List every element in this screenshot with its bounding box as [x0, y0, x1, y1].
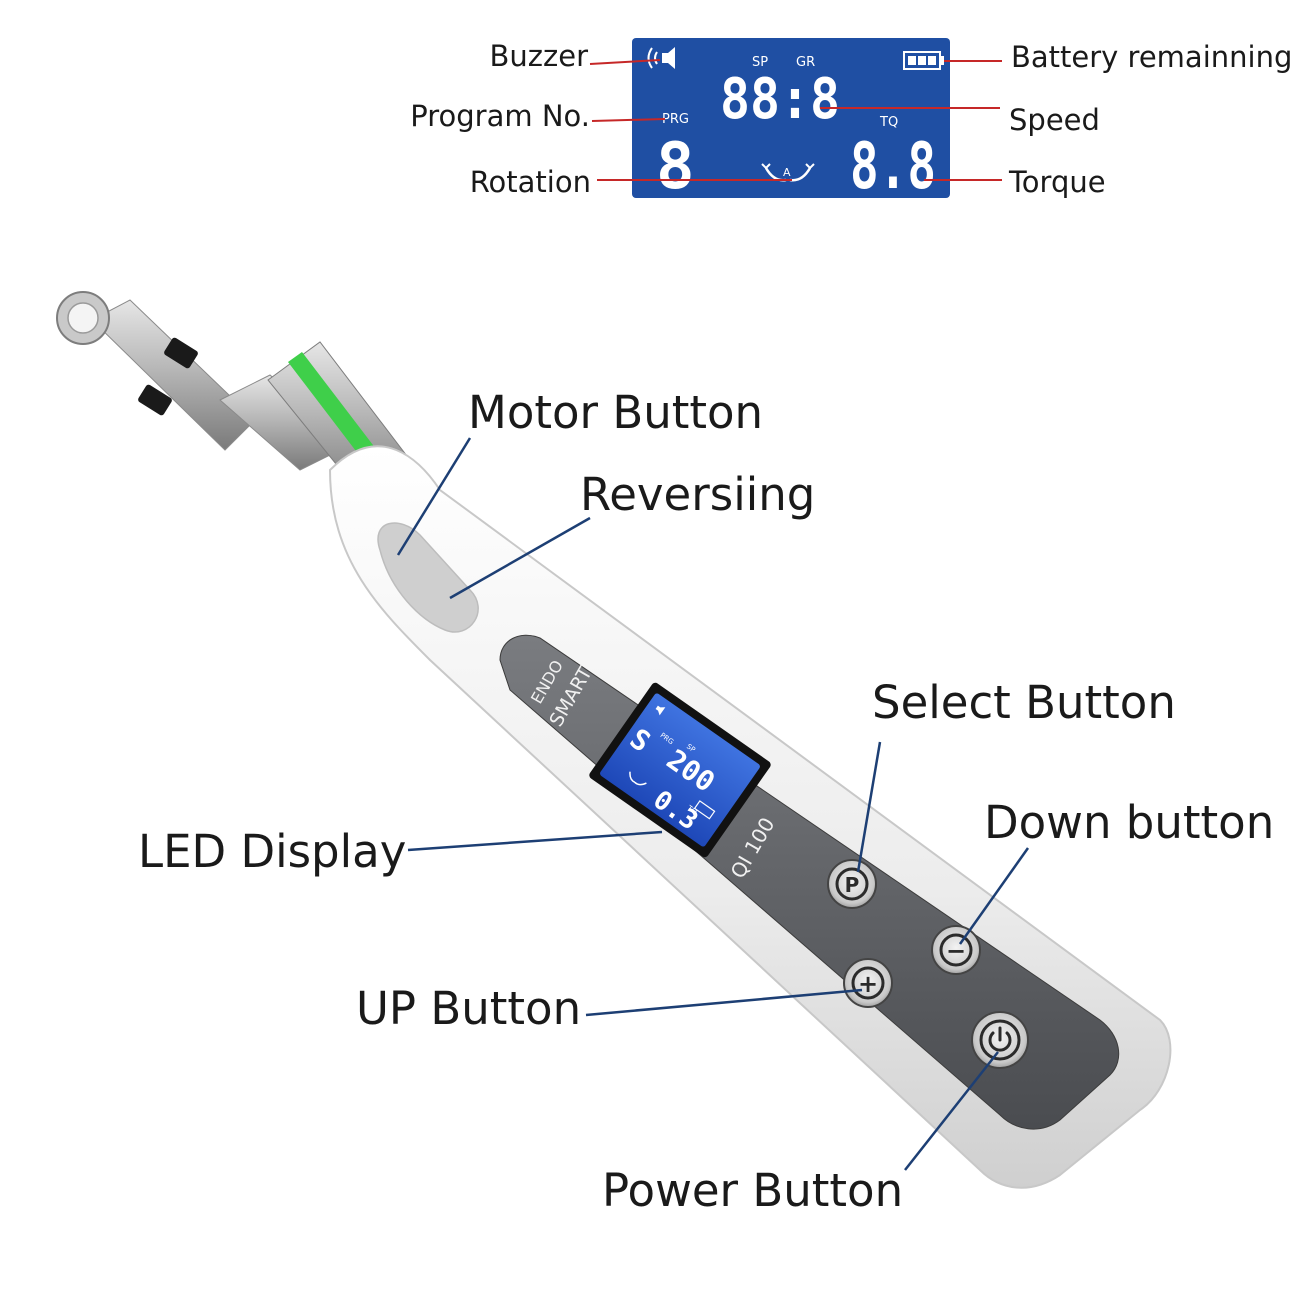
lcd-tq-label: TQ [879, 115, 898, 130]
callout-buzzer: Buzzer [490, 39, 589, 73]
lcd-sp-label: SP [752, 55, 768, 70]
select-button[interactable]: P [827, 859, 877, 909]
callout-rotation: Rotation [470, 165, 591, 199]
handpiece: ENDO SMART PRG SP S 200 TQ 0.3 QI 100 P … [56, 291, 1172, 1189]
lcd-diagram: SP GR 88:8 PRG 8 TQ 8.8 A Buzzer Program… [410, 38, 1292, 204]
power-icon [988, 1026, 1012, 1052]
speaker-icon [647, 47, 675, 69]
lcd-gr-label: GR [796, 55, 815, 70]
battery-icon [903, 51, 944, 70]
up-symbol: + [858, 970, 878, 998]
lcd-speed-digits: 88:8 [720, 67, 840, 132]
up-button[interactable]: + [843, 958, 893, 1008]
down-button[interactable]: − [931, 925, 981, 975]
device-screen: PRG SP S 200 TQ 0.3 [589, 682, 771, 858]
callout-motor-button: Motor Button [468, 386, 763, 439]
callout-reversing: Reversiing [580, 468, 815, 521]
power-button[interactable] [971, 1011, 1029, 1069]
device-speaker-icon [655, 705, 666, 716]
callout-up-button: UP Button [356, 982, 581, 1035]
callout-program-no: Program No. [410, 99, 590, 133]
callout-select-button: Select Button [872, 676, 1176, 729]
select-symbol: P [845, 873, 860, 897]
device-battery-icon [693, 800, 716, 820]
callout-down-button: Down button [984, 796, 1274, 849]
device-rotation-icon [629, 771, 647, 786]
lcd-torque-digits: 8.8 [850, 130, 936, 204]
callout-power-button: Power Button [602, 1164, 903, 1217]
callout-torque: Torque [1008, 165, 1106, 199]
callout-led-display: LED Display [138, 825, 406, 878]
lcd-program-digit: 8 [656, 130, 695, 204]
motor-reverse-keypad[interactable] [377, 522, 479, 633]
device-sp-label: SP [685, 742, 697, 754]
device-callout-lines [396, 437, 1030, 1171]
callout-battery: Battery remainning [1011, 40, 1292, 74]
lcd-callout-lines [589, 59, 1002, 181]
lcd-rotation-mark: A [783, 166, 791, 179]
lcd-panel [632, 38, 950, 198]
lcd-prg-label: PRG [662, 112, 689, 127]
callout-speed: Speed [1009, 103, 1100, 137]
